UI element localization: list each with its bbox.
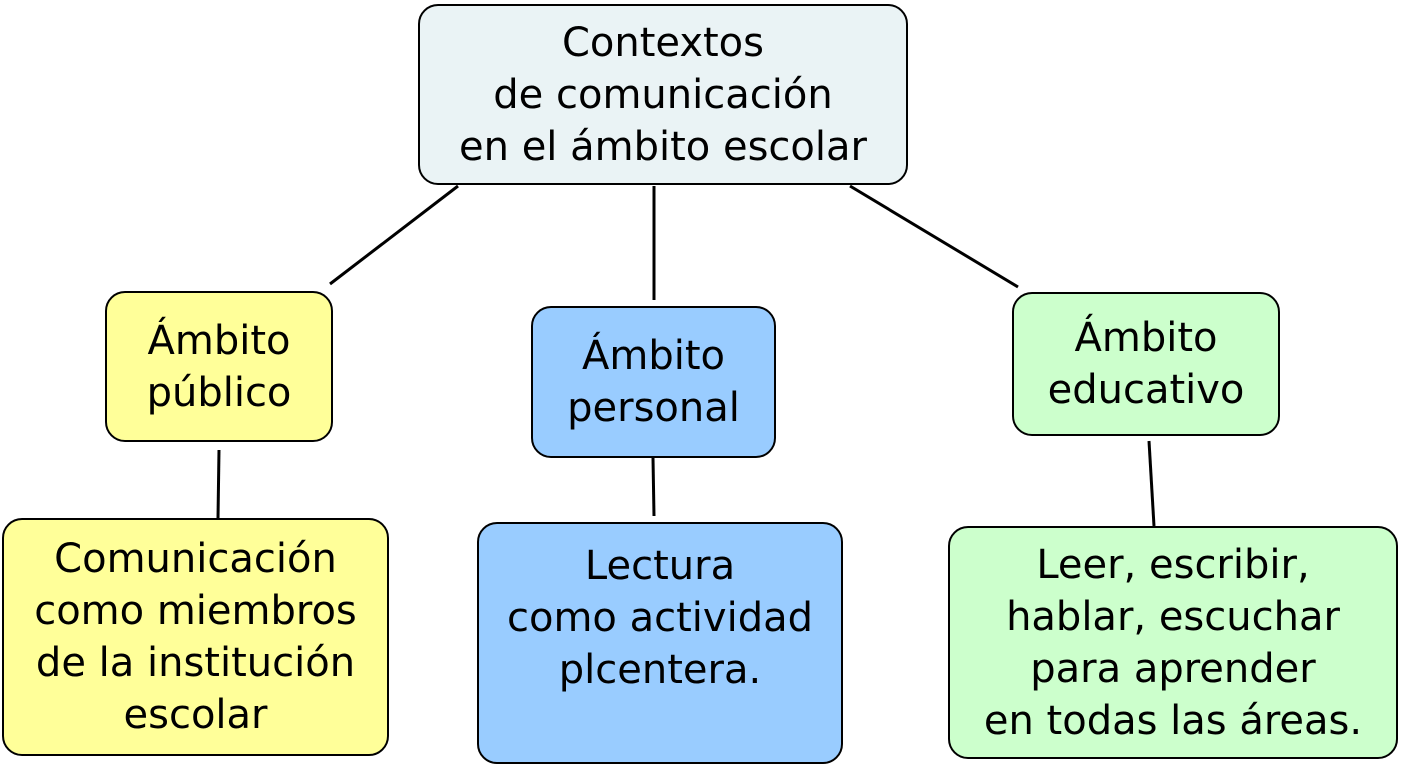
connector-personal-to-detail (651, 457, 656, 517)
root-label: Contextos de comunicación en el ámbito e… (459, 19, 867, 170)
ambito-publico-node: Ámbito público (105, 291, 333, 442)
connector-publico-to-detail (216, 449, 221, 519)
ambito-educativo-node: Ámbito educativo (1012, 292, 1280, 436)
personal-detail-label: Lectura como actividad plcentera. (507, 543, 813, 693)
ambito-personal-node: Ámbito personal (531, 306, 776, 458)
educativo-detail-node: Leer, escribir, hablar, escuchar para ap… (948, 526, 1398, 759)
root-node: Contextos de comunicación en el ámbito e… (418, 4, 908, 185)
ambito-educativo-label: Ámbito educativo (1047, 315, 1245, 413)
educativo-detail-label: Leer, escribir, hablar, escuchar para ap… (983, 541, 1363, 744)
connector-educativo-to-detail (1147, 440, 1156, 527)
publico-detail-node: Comunicación como miembros de la institu… (2, 518, 389, 756)
ambito-publico-label: Ámbito público (146, 317, 292, 416)
publico-detail-label: Comunicación como miembros de la institu… (34, 536, 357, 738)
ambito-personal-label: Ámbito personal (567, 333, 740, 431)
personal-detail-node: Lectura como actividad plcentera. (477, 522, 843, 764)
connector-root-to-educativo (849, 184, 1019, 289)
connector-root-to-publico (329, 184, 459, 286)
